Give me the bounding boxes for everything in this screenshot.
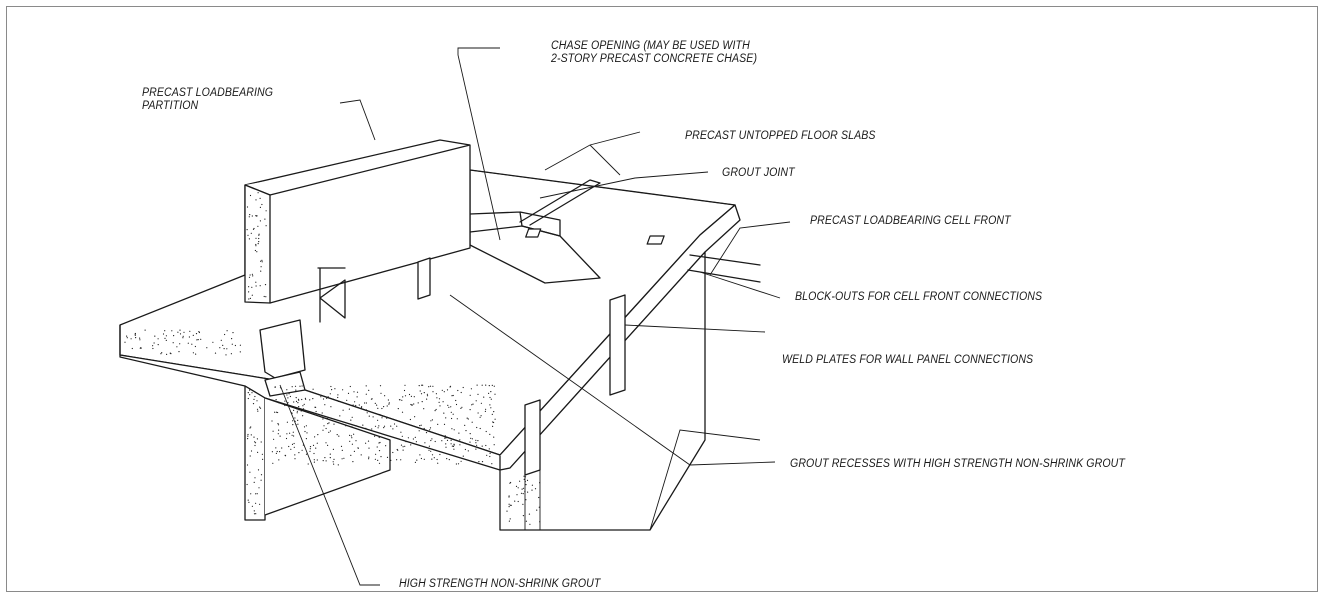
concrete-speckle <box>124 192 541 525</box>
weld-plate-1 <box>417 257 431 300</box>
label-weld-plates: WELD PLATES FOR WALL PANEL CONNECTIONS <box>782 354 1034 366</box>
label-grout-recesses: GROUT RECESSES WITH HIGH STRENGTH NON-SH… <box>790 458 1125 470</box>
label-partition-line1: PRECAST LOADBEARING <box>142 87 274 99</box>
weld-symbol <box>317 267 346 323</box>
partition-end-face <box>244 184 271 304</box>
label-partition-line2: PARTITION <box>142 100 199 112</box>
corner-connection-detail <box>259 319 306 379</box>
label-chase-opening-line2: 2-STORY PRECAST CONCRETE CHASE) <box>551 53 758 65</box>
label-grout-joint: GROUT JOINT <box>722 167 795 179</box>
weld-plate-2 <box>609 294 626 396</box>
weld-plate-3 <box>524 399 541 476</box>
label-cell-front: PRECAST LOADBEARING CELL FRONT <box>810 215 1011 227</box>
leader-lines <box>279 47 791 586</box>
slab-front-edge-left <box>119 325 501 471</box>
label-floor-slabs: PRECAST UNTOPPED FLOOR SLABS <box>685 130 876 142</box>
label-nonshrink-grout: HIGH STRENGTH NON-SHRINK GROUT <box>399 578 601 590</box>
wall-below-slab <box>244 385 266 521</box>
block-out-1 <box>525 228 542 238</box>
cell-front-wall <box>499 251 706 531</box>
diagram-frame <box>6 6 1318 592</box>
grout-joint-band <box>519 179 601 226</box>
block-out-2 <box>646 235 665 245</box>
label-chase-opening-line1: CHASE OPENING (MAY BE USED WITH <box>551 40 750 52</box>
label-block-outs: BLOCK-OUTS FOR CELL FRONT CONNECTIONS <box>795 291 1043 303</box>
